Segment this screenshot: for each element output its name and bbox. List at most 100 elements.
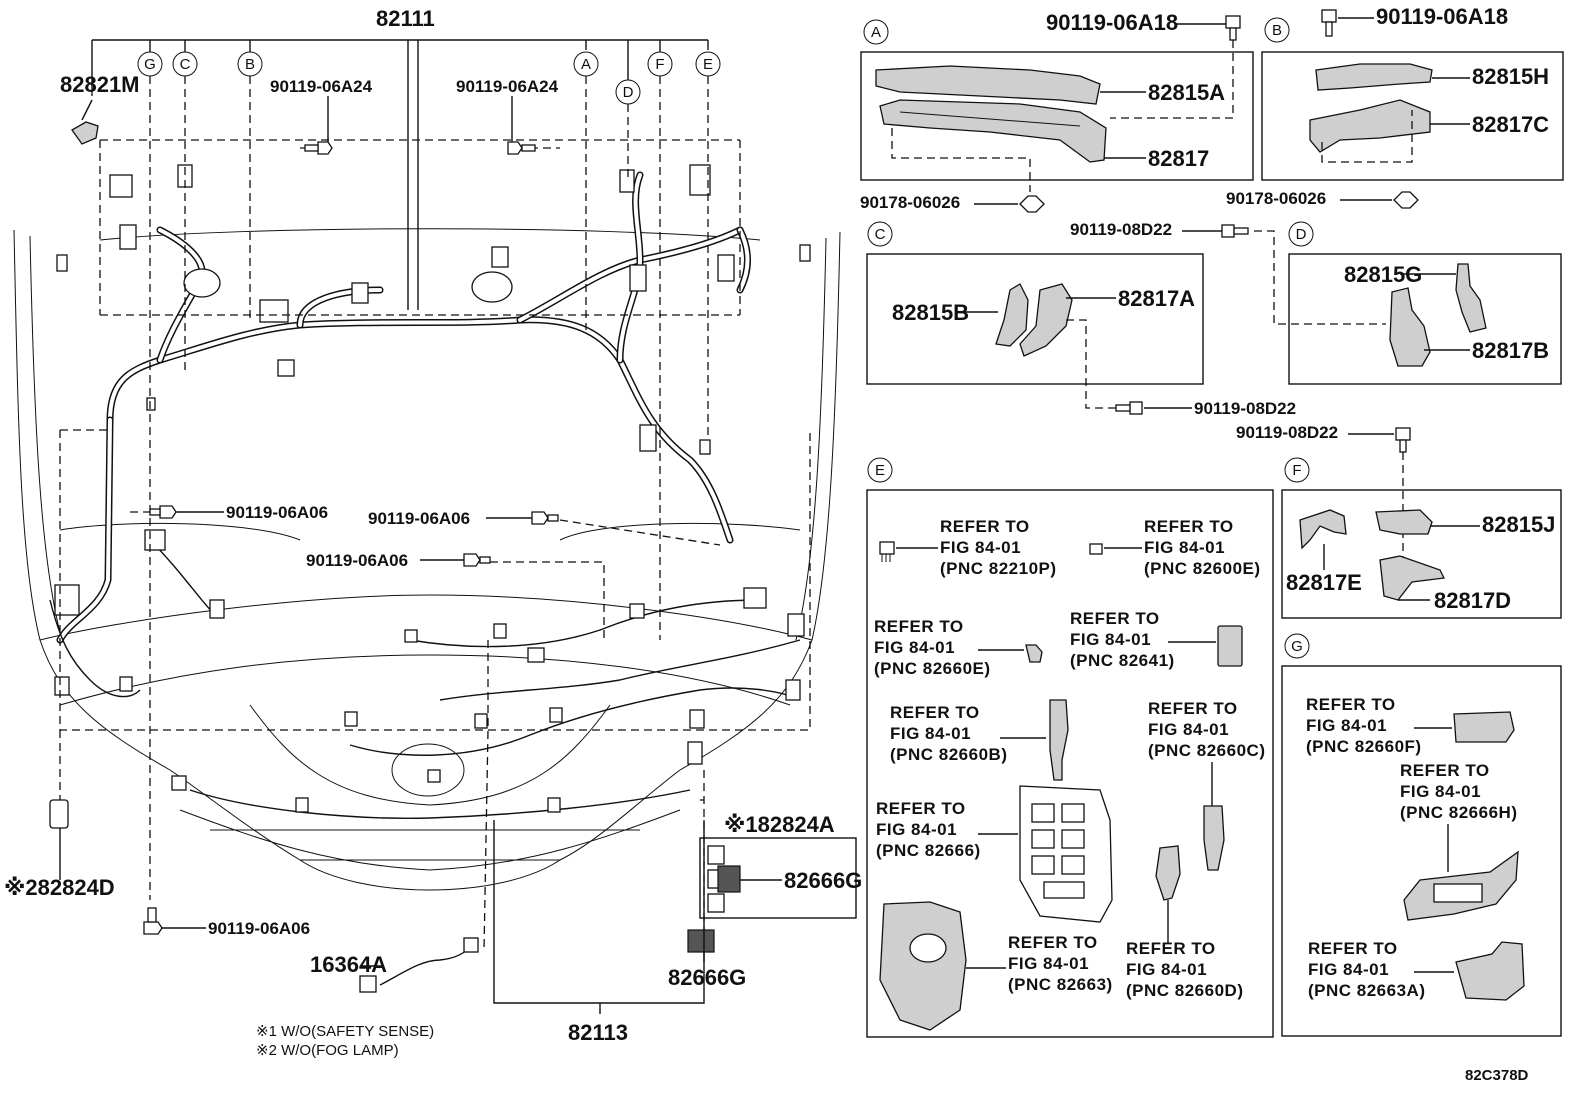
callout-16364A: 16364A [310, 952, 387, 977]
svg-text:F: F [655, 56, 664, 73]
bolt-icon [1225, 15, 1241, 41]
note-safety-sense: ※1 W/O(SAFETY SENSE) [256, 1023, 434, 1040]
label-90119-08D22-f: 90119-08D22 [1236, 423, 1338, 442]
svg-text:B: B [1272, 22, 1282, 39]
note-fog-lamp: ※2 W/O(FOG LAMP) [256, 1042, 399, 1059]
bolt-icon [463, 553, 491, 567]
clip-icon [1019, 195, 1045, 213]
main-callouts: 82111 82113 82821M ※282824D ※182824A 826… [4, 6, 862, 1045]
callout-bolt-a06-4: 90119-06A06 [208, 919, 310, 938]
circle-marker: G [137, 51, 163, 77]
label-82815A: 82815A [1148, 80, 1225, 105]
circle-marker: C [172, 51, 198, 77]
svg-text:REFER TO: REFER TO [940, 517, 1030, 536]
label-90119-06A18-b: 90119-06A18 [1376, 4, 1508, 29]
svg-text:D: D [623, 84, 634, 101]
svg-text:FIG 84-01: FIG 84-01 [1400, 782, 1481, 801]
label-82817: 82817 [1148, 146, 1209, 171]
label-90119-08D22-c1: 90119-08D22 [1070, 220, 1172, 239]
bolt-icon [1221, 224, 1249, 238]
bolt-icon [531, 511, 559, 525]
svg-text:FIG 84-01: FIG 84-01 [876, 820, 957, 839]
bolts-main [143, 141, 559, 935]
svg-text:REFER TO: REFER TO [890, 703, 980, 722]
svg-text:(PNC 82660E): (PNC 82660E) [874, 659, 991, 678]
svg-text:F: F [1292, 462, 1301, 479]
panel-f: F 90119-08D22 82815J 82817E 82817D [1236, 423, 1562, 619]
bolt-icon [1321, 9, 1337, 37]
svg-text:E: E [875, 462, 885, 479]
label-82817E: 82817E [1286, 570, 1362, 595]
svg-text:FIG 84-01: FIG 84-01 [1144, 538, 1225, 557]
svg-text:REFER TO: REFER TO [1070, 609, 1160, 628]
panel-g: G REFER TO FIG 84-01 (PNC 82660F) REFER … [1281, 633, 1562, 1037]
panel-a: A 90119-06A18 82815A 82817 90178-06026 [860, 10, 1254, 213]
svg-text:C: C [180, 56, 191, 73]
figure-code: 82C378D [1465, 1067, 1529, 1084]
circle-marker: B [237, 51, 263, 77]
svg-text:FIG 84-01: FIG 84-01 [890, 724, 971, 743]
svg-text:(PNC 82600E): (PNC 82600E) [1144, 559, 1261, 578]
svg-text:REFER TO: REFER TO [1148, 699, 1238, 718]
svg-text:(PNC 82666H): (PNC 82666H) [1400, 803, 1518, 822]
callout-bolt-a06-3: 90119-06A06 [306, 551, 408, 570]
clip-icon [1393, 191, 1419, 209]
callout-bolt-a24-right: 90119-06A24 [456, 77, 559, 96]
bolt-icon [1115, 401, 1143, 415]
label-90119-08D22-c2: 90119-08D22 [1194, 399, 1296, 418]
label-82817B: 82817B [1472, 338, 1549, 363]
svg-text:G: G [144, 56, 156, 73]
svg-text:A: A [871, 24, 881, 41]
svg-text:(PNC 82663): (PNC 82663) [1008, 975, 1113, 994]
leader-lines [59, 39, 811, 951]
svg-text:FIG 84-01: FIG 84-01 [1008, 954, 1089, 973]
svg-text:(PNC 82641): (PNC 82641) [1070, 651, 1175, 670]
label-82815B: 82815B [892, 300, 969, 325]
callout-bolt-a06-2: 90119-06A06 [368, 509, 470, 528]
callout-82666G-a: 82666G [784, 868, 862, 893]
callout-82824D: ※282824D [4, 875, 115, 900]
svg-text:(PNC 82210P): (PNC 82210P) [940, 559, 1057, 578]
svg-text:A: A [581, 56, 591, 73]
circle-marker: F [647, 51, 673, 77]
svg-text:REFER TO: REFER TO [1400, 761, 1490, 780]
svg-text:(PNC 82660D): (PNC 82660D) [1126, 981, 1244, 1000]
svg-text:FIG 84-01: FIG 84-01 [1126, 960, 1207, 979]
label-82817C: 82817C [1472, 112, 1549, 137]
panel-d: D 82815G 82817B [1288, 221, 1562, 385]
wire-harness-82113 [49, 539, 801, 819]
svg-text:FIG 84-01: FIG 84-01 [1070, 630, 1151, 649]
label-82817D: 82817D [1434, 588, 1511, 613]
svg-text:FIG 84-01: FIG 84-01 [1308, 960, 1389, 979]
callout-82666G-b: 82666G [668, 965, 746, 990]
svg-text:FIG 84-01: FIG 84-01 [1306, 716, 1387, 735]
bolt-icon [143, 907, 163, 935]
circle-marker: A [573, 51, 599, 77]
svg-text:FIG 84-01: FIG 84-01 [940, 538, 1021, 557]
circle-marker: E [695, 51, 721, 77]
svg-text:REFER TO: REFER TO [1306, 695, 1396, 714]
panel-e: E REFER TO FIG 84-01 (PNC 82210P) REFER … [866, 457, 1274, 1038]
svg-text:REFER TO: REFER TO [1008, 933, 1098, 952]
callout-82113: 82113 [568, 1020, 628, 1045]
panel-c: C 82815B 82817A 90119-08D22 90119-08D22 [866, 220, 1386, 418]
label-82815J: 82815J [1482, 512, 1555, 537]
svg-text:C: C [875, 226, 886, 243]
bolt-icon [1395, 427, 1411, 453]
label-90119-06A18-a: 90119-06A18 [1046, 10, 1178, 35]
svg-text:FIG 84-01: FIG 84-01 [874, 638, 955, 657]
svg-text:REFER TO: REFER TO [1144, 517, 1234, 536]
svg-text:REFER TO: REFER TO [1126, 939, 1216, 958]
circle-marker: D [615, 79, 641, 105]
notes: ※1 W/O(SAFETY SENSE) ※2 W/O(FOG LAMP) [256, 1023, 434, 1059]
svg-text:G: G [1291, 638, 1303, 655]
svg-text:E: E [703, 56, 713, 73]
callout-bolt-a24-left: 90119-06A24 [270, 77, 373, 96]
label-90178-06026-b: 90178-06026 [1226, 189, 1326, 208]
svg-text:(PNC 82660F): (PNC 82660F) [1306, 737, 1422, 756]
callout-82824A: ※182824A [724, 812, 835, 837]
svg-text:(PNC 82660C): (PNC 82660C) [1148, 741, 1266, 760]
panel-b: B 90119-06A18 82815H 82817C 90178-06026 [1226, 4, 1564, 209]
label-82817A: 82817A [1118, 286, 1195, 311]
